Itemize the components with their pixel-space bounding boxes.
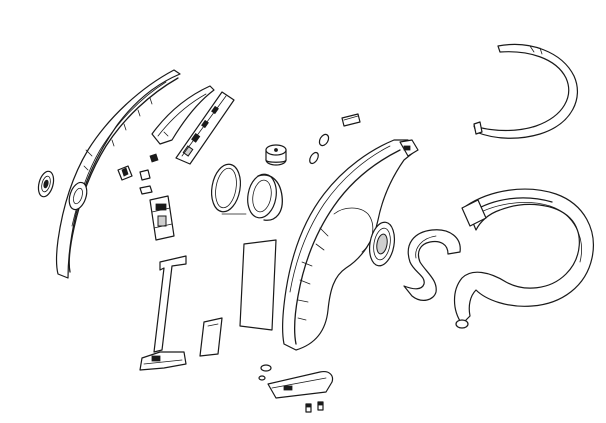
ear-hook-wire xyxy=(473,43,578,139)
ribbon-cable xyxy=(139,255,187,371)
round-grille xyxy=(368,221,396,267)
knob-cap xyxy=(265,144,287,166)
small-ring xyxy=(37,170,55,198)
small-buttons xyxy=(309,113,361,165)
speaker-ring xyxy=(210,163,247,215)
foam-pad xyxy=(239,239,277,331)
base-clip xyxy=(258,364,334,399)
small-clip-parts xyxy=(117,153,159,195)
rear-housing xyxy=(282,139,419,351)
slider-bracket xyxy=(149,195,175,241)
tube-elbow xyxy=(403,229,461,301)
circuit-board-strip xyxy=(175,91,235,165)
wedge-pad xyxy=(199,317,223,357)
speaker-cylinder xyxy=(247,173,283,221)
ear-hook xyxy=(453,188,594,329)
inner-cover-panel xyxy=(151,85,215,145)
screws xyxy=(305,401,324,413)
front-cover-arc xyxy=(55,69,181,279)
